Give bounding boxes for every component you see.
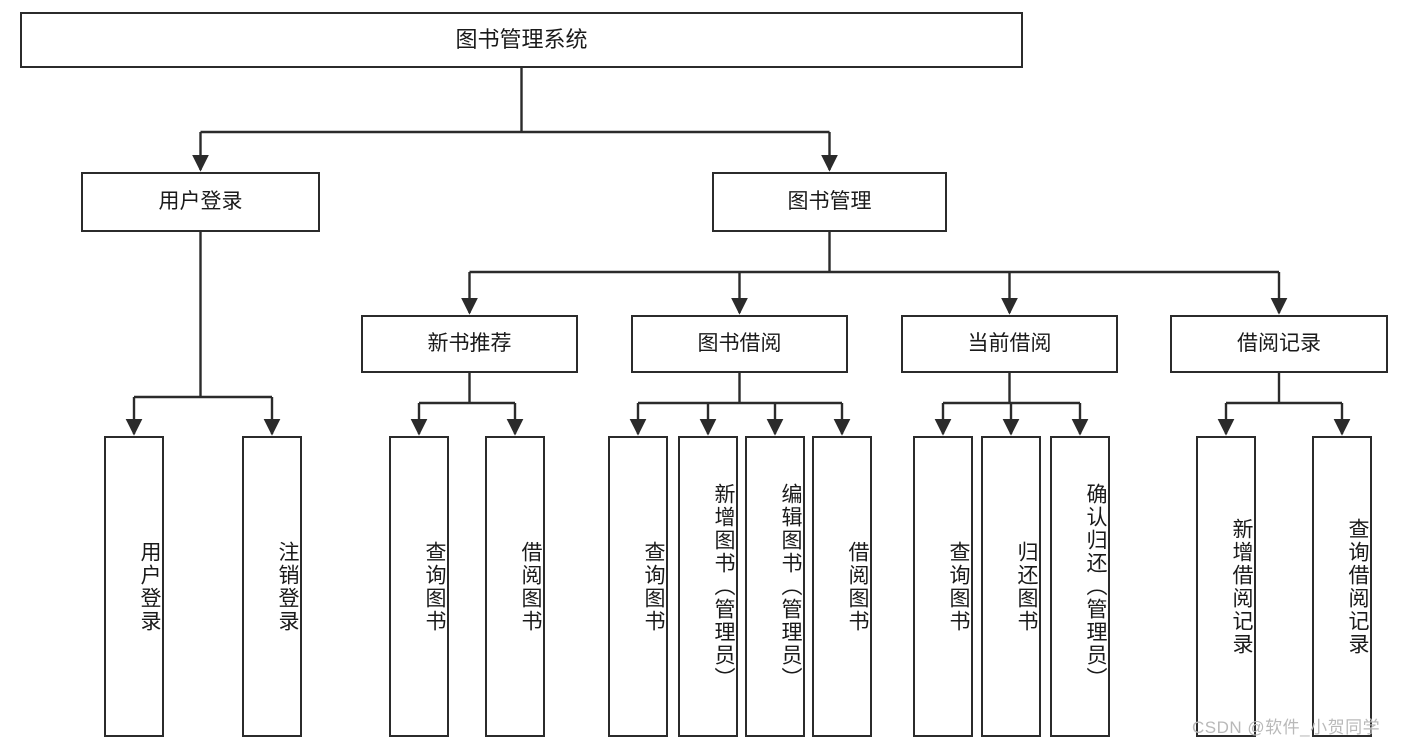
node-root[interactable]: 图书管理系统 [20,12,1023,68]
node-label: 借阅记录 [1237,332,1321,356]
node-label: 借阅图书 [519,540,542,633]
node-leaf-add-record[interactable]: 新增借阅记录 [1196,436,1256,737]
node-label: 图书管理 [787,190,872,214]
node-book-borrow[interactable]: 图书借阅 [631,315,848,373]
node-leaf-return-book[interactable]: 归还图书 [981,436,1041,737]
node-label: 新书推荐 [427,332,512,356]
node-leaf-query-book-cur[interactable]: 查询图书 [913,436,973,737]
node-label: 编辑图书（管理员） [779,483,802,690]
node-new-book-rec[interactable]: 新书推荐 [361,315,578,373]
node-label: 用户登录 [138,540,161,633]
node-leaf-query-record[interactable]: 查询借阅记录 [1312,436,1372,737]
node-label: 归还图书 [1015,540,1038,633]
node-label: 查询图书 [642,540,665,633]
node-label: 用户登录 [158,190,243,214]
node-label: 查询图书 [947,540,970,633]
node-leaf-add-book[interactable]: 新增图书（管理员） [678,436,738,737]
node-label: 图书借阅 [697,332,782,356]
node-leaf-logout[interactable]: 注销登录 [242,436,302,737]
node-label: 注销登录 [276,540,299,633]
node-label: 新增借阅记录 [1230,517,1253,656]
node-current-borrow[interactable]: 当前借阅 [901,315,1118,373]
node-leaf-user-login[interactable]: 用户登录 [104,436,164,737]
node-label: 当前借阅 [967,332,1052,356]
node-leaf-borrow-book-bor[interactable]: 借阅图书 [812,436,872,737]
node-leaf-confirm-return[interactable]: 确认归还（管理员） [1050,436,1110,737]
node-leaf-edit-book[interactable]: 编辑图书（管理员） [745,436,805,737]
node-label: 新增图书（管理员） [712,483,735,690]
node-leaf-query-book-rec[interactable]: 查询图书 [389,436,449,737]
node-user-login[interactable]: 用户登录 [81,172,320,232]
node-label: 查询借阅记录 [1346,517,1369,656]
node-label: 图书管理系统 [455,26,588,52]
node-label: 确认归还（管理员） [1084,483,1107,690]
node-book-manage[interactable]: 图书管理 [712,172,947,232]
node-label: 查询图书 [423,540,446,633]
node-leaf-query-book-bor[interactable]: 查询图书 [608,436,668,737]
watermark-label: CSDN @软件_小贺同学 [1192,718,1381,737]
node-label: 借阅图书 [846,540,869,633]
node-leaf-borrow-book-rec[interactable]: 借阅图书 [485,436,545,737]
node-borrow-record[interactable]: 借阅记录 [1170,315,1388,373]
